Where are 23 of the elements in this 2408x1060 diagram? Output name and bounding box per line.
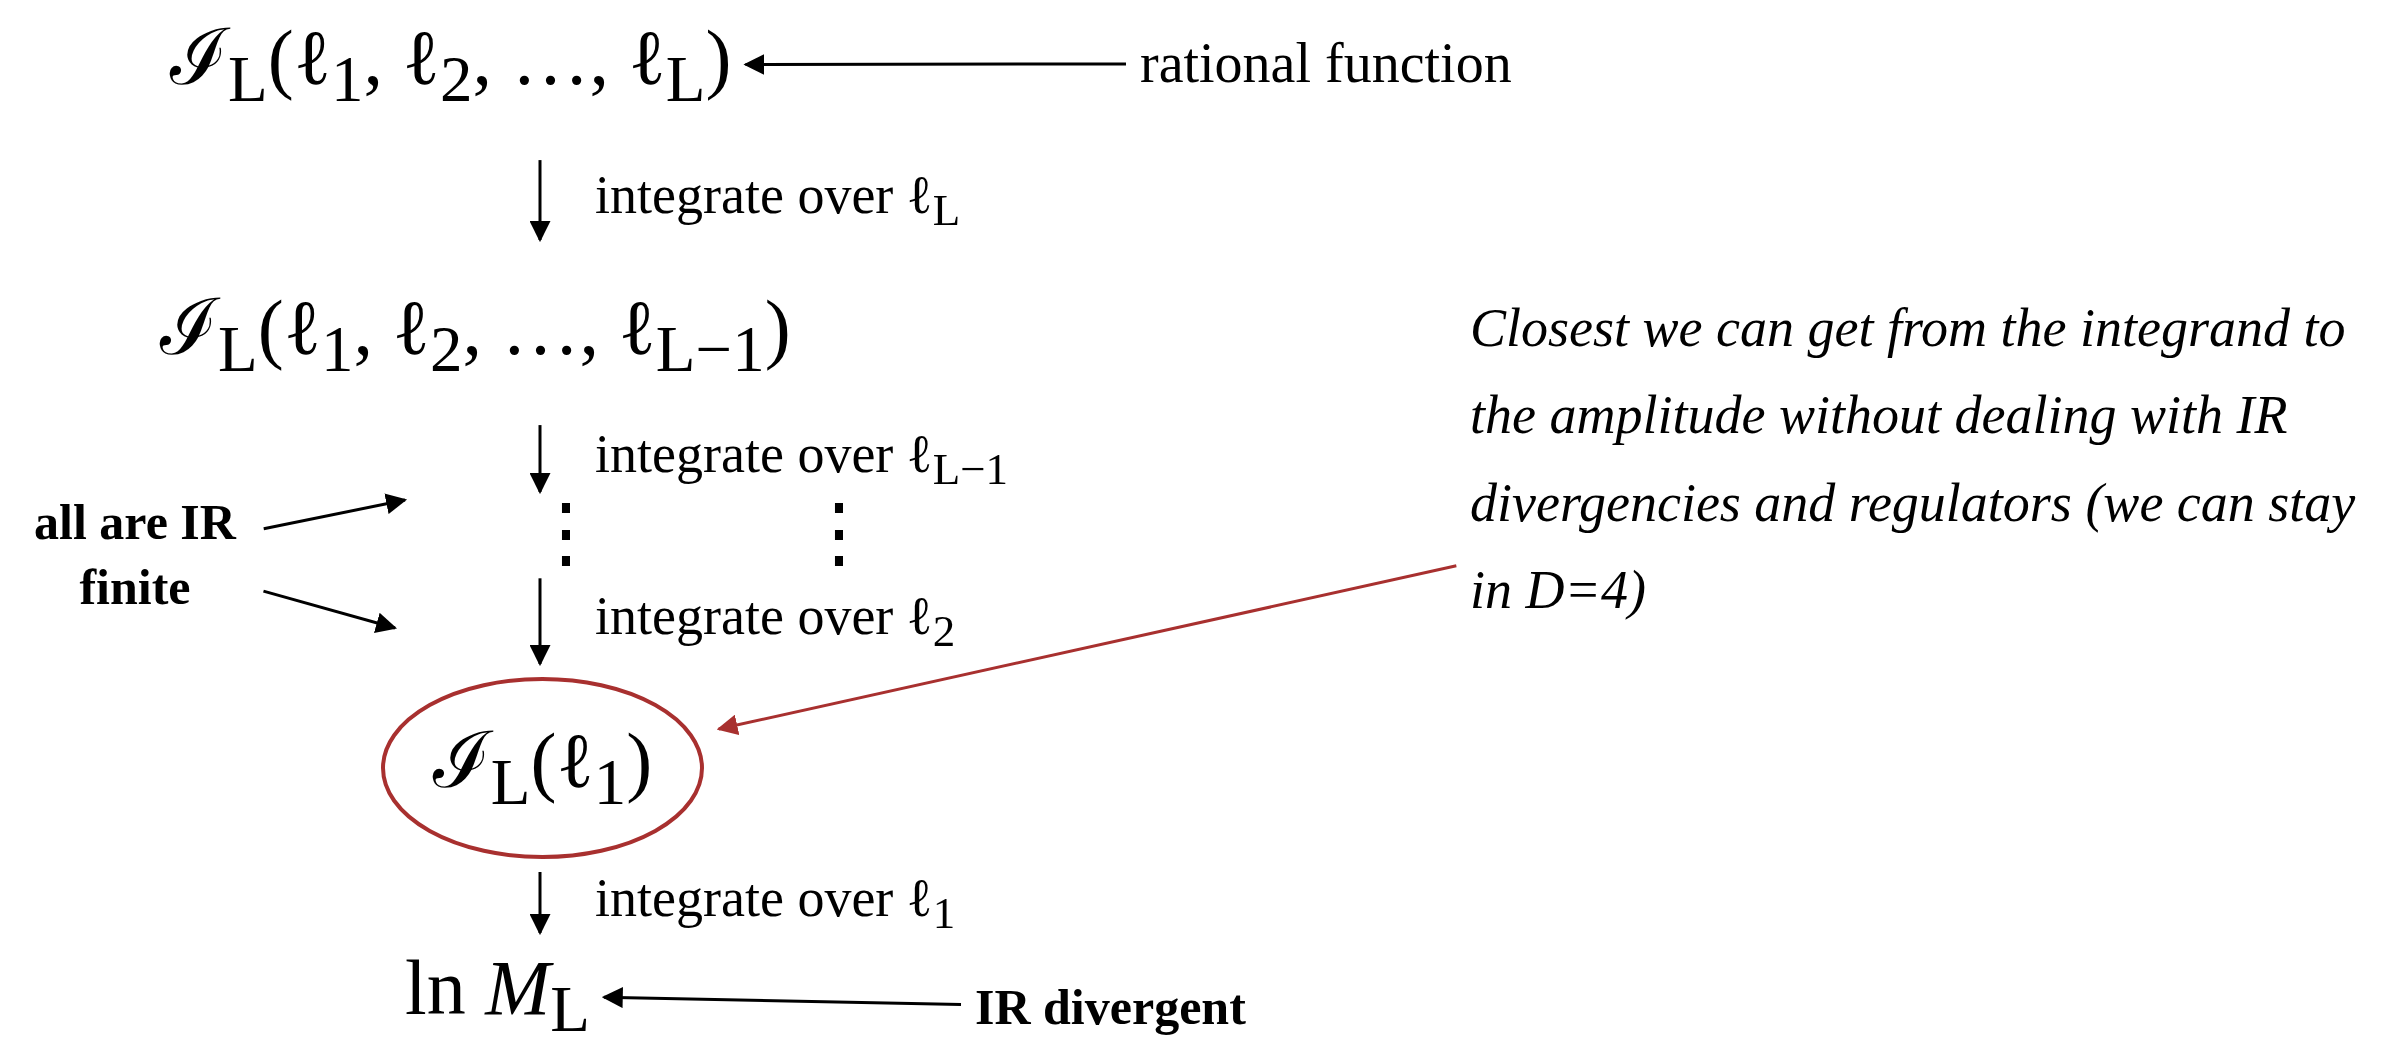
edge-label: integrate over ℓ$_{L−1}$	[595, 422, 1009, 495]
arrow	[529, 160, 551, 243]
formula: ln M$_{L}$	[405, 945, 590, 1046]
edge-label: integrate over ℓ$_{L}$	[595, 164, 961, 236]
formula: ℐ$_{L}$(ℓ$_{1}$, ℓ$_{2}$, …, ℓ$_{L}$)	[170, 15, 732, 116]
formula: ℐ$_{L}$(ℓ$_{1}$, ℓ$_{2}$, …, ℓ$_{L−1}$)	[160, 285, 791, 386]
arrow	[263, 589, 397, 633]
note-text: Closest we can get from the integrand to the amplitude without dealing with IR divergencies and regulators (we can stay in D=4)	[1470, 285, 2400, 635]
arrow	[529, 872, 551, 936]
arrow	[601, 987, 962, 1009]
annotation-text: rational function	[1140, 30, 1512, 98]
ellipsis-dots: ⋮	[527, 500, 605, 567]
ellipsis-dots: ⋮	[800, 500, 878, 567]
arrow	[529, 578, 551, 667]
edge-label: integrate over ℓ$_{1}$	[595, 866, 956, 939]
arrow	[716, 564, 1457, 736]
arrow	[263, 493, 408, 531]
arrow	[529, 425, 551, 495]
edge-label: integrate over ℓ$_{2}$	[595, 585, 956, 658]
arrow	[743, 54, 1126, 76]
annotation-text: all are IR finite	[20, 490, 250, 620]
circled-formula: ℐ$_{L}$(ℓ$_{1}$)	[380, 676, 705, 860]
annotation-text: IR divergent	[975, 975, 1246, 1040]
